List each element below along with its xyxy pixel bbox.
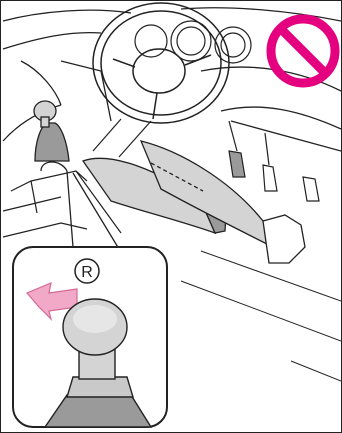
steering-column [93,119,151,157]
shift-lever-small [34,101,69,171]
instrument-cluster [135,21,251,63]
zoom-callout: R [13,247,167,427]
steering-wheel [93,3,229,123]
floor [181,251,341,381]
gear-r-icon: R [75,259,99,283]
prohibition-icon [271,19,335,83]
gear-r-label: R [81,264,93,281]
